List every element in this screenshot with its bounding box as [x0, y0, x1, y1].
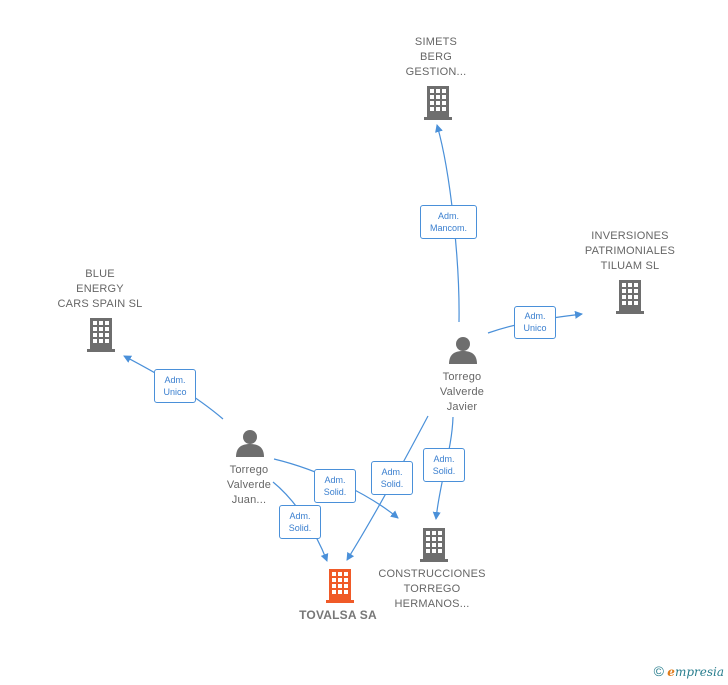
- node-label-line: Valverde: [439, 386, 485, 398]
- node-label-line: Valverde: [226, 479, 272, 491]
- edge-label-line: Adm.: [381, 467, 403, 477]
- node-label-javier[interactable]: Torrego Valverde Javier: [412, 370, 512, 415]
- edge-label-line: Adm.: [289, 511, 311, 521]
- person-icon-juan[interactable]: [236, 430, 264, 457]
- edge-label-line: Solid.: [380, 479, 404, 489]
- brand-logo-initial: e: [667, 665, 675, 679]
- node-label-line: BERG: [420, 51, 452, 63]
- edge-label-line: Adm.: [433, 454, 455, 464]
- node-label-juan[interactable]: Torrego Valverde Juan...: [199, 463, 299, 508]
- node-label-line: TORREGO: [403, 583, 461, 595]
- node-label-line: BLUE: [85, 268, 115, 280]
- node-label-blue-energy[interactable]: BLUE ENERGY CARS SPAIN SL: [40, 267, 160, 312]
- node-label-line: ENERGY: [76, 283, 124, 295]
- edge-label-line: Unico: [523, 323, 547, 333]
- node-label-line: TOVALSA SA: [299, 608, 377, 622]
- edge-label-juan-blue: Adm. Unico: [154, 369, 196, 403]
- building-icon-tovalsa[interactable]: [326, 569, 354, 603]
- node-label-line: HERMANOS...: [394, 598, 470, 610]
- node-label-line: PATRIMONIALES: [584, 245, 676, 257]
- edge-label-line: Solid.: [432, 466, 456, 476]
- building-icon-construcciones[interactable]: [420, 528, 448, 562]
- node-label-tovalsa[interactable]: TOVALSA SA: [288, 608, 388, 623]
- building-icon-simets[interactable]: [424, 86, 452, 120]
- edge-label-line: Adm.: [437, 211, 459, 221]
- brand-name: mpresia: [674, 665, 724, 679]
- building-icon-inversiones[interactable]: [616, 280, 644, 314]
- node-label-line: CONSTRUCCIONES: [378, 568, 486, 580]
- person-icon-javier[interactable]: [449, 337, 477, 364]
- edge-label-juan-construcciones: Adm. Solid.: [314, 469, 356, 503]
- node-label-line: GESTION...: [405, 66, 467, 78]
- edge-label-javier-tovalsa: Adm. Solid.: [371, 461, 413, 495]
- edge-label-javier-construcciones: Adm. Solid.: [423, 448, 465, 482]
- edge-label-juan-tovalsa: Adm. Solid.: [279, 505, 321, 539]
- edge-label-line: Solid.: [323, 487, 347, 497]
- node-label-line: INVERSIONES: [591, 230, 669, 242]
- node-label-simets[interactable]: SIMETS BERG GESTION...: [386, 35, 486, 80]
- node-label-line: Javier: [446, 401, 478, 413]
- edge-label-line: Adm.: [324, 475, 346, 485]
- node-label-line: SIMETS: [414, 36, 458, 48]
- building-icon-blue-energy[interactable]: [87, 318, 115, 352]
- edge-label-javier-inversiones: Adm. Unico: [514, 306, 556, 339]
- node-label-construcciones[interactable]: CONSTRUCCIONES TORREGO HERMANOS...: [372, 567, 492, 612]
- node-label-line: CARS SPAIN SL: [57, 298, 143, 310]
- edge-label-line: Adm.: [164, 375, 186, 385]
- edge-label-line: Solid.: [288, 523, 312, 533]
- edge-label-line: Unico: [163, 387, 187, 397]
- node-label-line: TILUAM SL: [600, 260, 660, 272]
- copyright-symbol: ©: [653, 663, 664, 679]
- edge-label-javier-simets: Adm. Mancom.: [420, 205, 477, 239]
- brand-watermark: © empresia: [654, 663, 724, 679]
- edge-label-line: Adm.: [524, 311, 546, 321]
- node-label-line: Juan...: [231, 494, 267, 506]
- node-label-line: Torrego: [442, 371, 482, 383]
- node-label-inversiones[interactable]: INVERSIONES PATRIMONIALES TILUAM SL: [570, 229, 690, 274]
- edge-label-line: Mancom.: [429, 223, 467, 233]
- node-label-line: Torrego: [229, 464, 269, 476]
